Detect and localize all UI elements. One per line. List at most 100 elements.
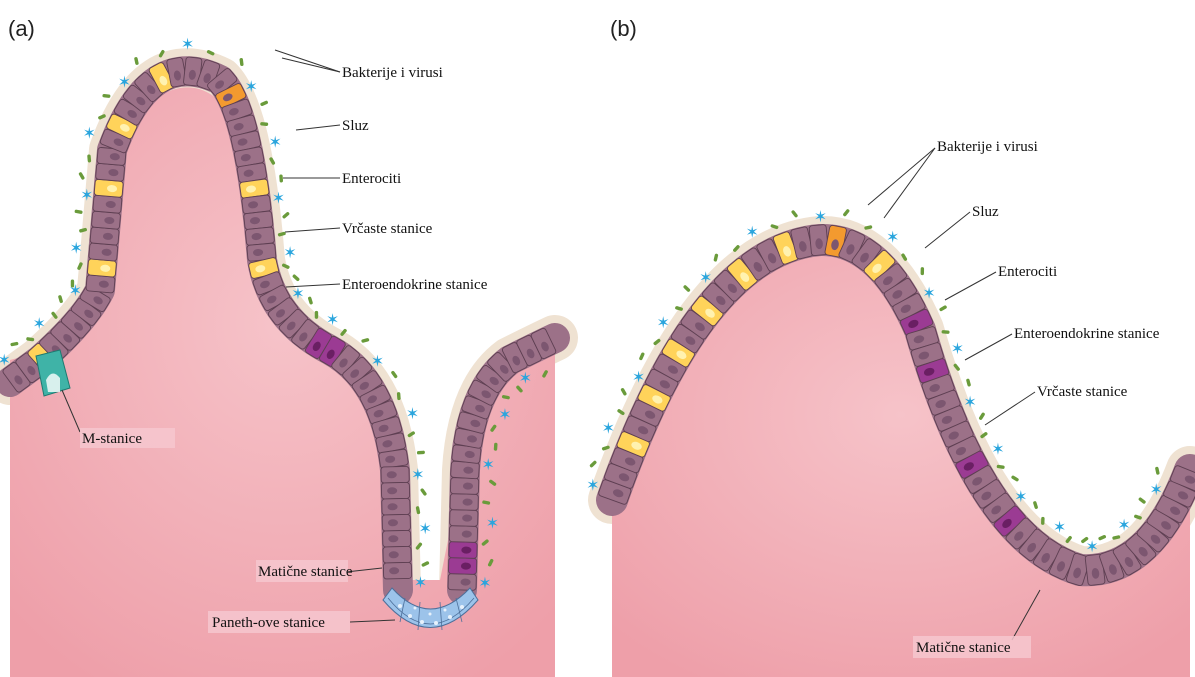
bacterium-icon	[74, 209, 82, 214]
stem-cell	[448, 558, 476, 575]
virus-icon: ✶	[602, 419, 615, 438]
bacterium-icon	[713, 253, 718, 262]
virus-icon: ✶	[699, 268, 712, 287]
enterocyte-cell	[383, 530, 411, 547]
bacterium-icon	[78, 172, 85, 181]
enterocyte-cell	[245, 227, 274, 246]
virus-icon: ✶	[83, 124, 96, 143]
enterocyte-cell	[383, 562, 411, 579]
enterocyte-cell	[382, 514, 410, 531]
goblet-cell	[94, 179, 123, 197]
virus-icon: ✶	[1053, 517, 1066, 536]
label-enterocytes-b: Enterociti	[998, 264, 1057, 280]
bacterium-icon	[397, 392, 401, 400]
enterocyte-cell	[383, 546, 411, 563]
virus-icon: ✶	[632, 368, 645, 387]
panel-b: (b) ✶✶✶✶✶✶✶✶✶✶✶✶✶✶✶✶✶ Bakterije i virusi…	[586, 16, 1195, 677]
bacterium-icon	[10, 342, 19, 347]
bacterium-icon	[1033, 501, 1039, 510]
virus-icon: ✶	[1150, 480, 1163, 499]
bacterium-icon	[941, 330, 949, 334]
goblet-cell	[87, 259, 116, 277]
leader-enterocytes-b	[945, 272, 996, 300]
leader-bacteria-b1	[868, 148, 935, 205]
bacterium-icon	[417, 451, 425, 455]
panel-a-letter: (a)	[8, 16, 35, 41]
enterocyte-cell	[90, 227, 119, 245]
bacterium-icon	[58, 295, 63, 304]
enterocyte-cell	[448, 574, 476, 591]
bacterium-icon	[1011, 475, 1020, 482]
virus-icon: ✶	[0, 351, 11, 370]
bacterium-icon	[978, 412, 985, 421]
virus-icon: ✶	[326, 310, 339, 329]
bacterium-icon	[391, 370, 398, 378]
enterocyte-cell	[381, 482, 409, 499]
bacterium-icon	[683, 285, 691, 293]
bacterium-icon	[939, 305, 948, 312]
virus-icon: ✶	[406, 404, 419, 423]
enterocyte-cell	[95, 163, 124, 181]
virus-icon: ✶	[922, 283, 935, 302]
bacterium-icon	[494, 443, 498, 451]
virus-icon: ✶	[80, 185, 93, 204]
bacterium-icon	[361, 338, 370, 343]
virus-icon: ✶	[486, 514, 499, 533]
bacterium-icon	[421, 561, 430, 568]
bacterium-icon	[279, 174, 283, 182]
bacterium-icon	[1155, 466, 1160, 475]
virus-icon: ✶	[411, 465, 424, 484]
virus-icon: ✶	[586, 475, 599, 494]
virus-icon: ✶	[1014, 487, 1027, 506]
virus-icon: ✶	[482, 455, 495, 474]
bacterium-icon	[620, 387, 627, 396]
enterocyte-cell	[381, 466, 409, 483]
leader-bacteria-b2	[884, 148, 935, 218]
virus-icon: ✶	[814, 207, 827, 226]
bacterium-icon	[589, 460, 597, 468]
label-paneth-a: Paneth-ove stanice	[212, 615, 325, 631]
label-bacteria-a: Bakterije i virusi	[342, 65, 443, 81]
label-stem-a: Matične stanice	[258, 564, 353, 580]
virus-icon: ✶	[519, 368, 532, 387]
virus-icon: ✶	[268, 132, 281, 151]
bacterium-icon	[260, 100, 269, 106]
bacterium-icon	[966, 378, 971, 387]
virus-icon: ✶	[70, 239, 83, 258]
enterocyte-cell	[449, 526, 477, 543]
virus-icon: ✶	[418, 519, 431, 538]
bacterium-icon	[134, 57, 139, 66]
bacterium-icon	[71, 280, 74, 288]
label-enterocytes-a: Enterociti	[342, 171, 401, 187]
virus-icon: ✶	[1117, 515, 1130, 534]
bacterium-icon	[921, 267, 925, 275]
leader-bacteria-a1	[275, 50, 340, 72]
stem-cell	[449, 542, 477, 559]
label-bacteria-b: Bakterije i virusi	[937, 139, 1038, 155]
virus-icon: ✶	[478, 574, 491, 593]
virus-icon: ✶	[657, 313, 670, 332]
bacterium-icon	[239, 58, 243, 66]
virus-icon: ✶	[414, 573, 427, 592]
virus-icon: ✶	[746, 222, 759, 241]
panel-a: (a) ✶ ✶ ✶ ✶ ✶ ✶ ✶ ✶ ✶ ✶ ✶ ✶ ✶ ✶ ✶ ✶	[0, 16, 557, 677]
label-stem-b: Matične stanice	[916, 640, 1011, 656]
bacterium-icon	[282, 211, 290, 219]
label-enteroendocrine-b: Enteroendokrine stanice	[1014, 326, 1160, 342]
bacterium-icon	[1138, 497, 1146, 505]
leader-bacteria-a2	[282, 58, 340, 72]
virus-icon: ✶	[272, 189, 285, 208]
bacterium-icon	[315, 311, 318, 319]
enterocyte-cell	[450, 510, 478, 527]
virus-icon: ✶	[498, 405, 511, 424]
bacterium-icon	[420, 488, 427, 496]
label-enteroendocrine-a: Enteroendokrine stanice	[342, 277, 488, 293]
label-goblet-b: Vrčaste stanice	[1037, 384, 1128, 400]
bacterium-icon	[102, 94, 110, 98]
virus-icon: ✶	[245, 77, 258, 96]
bacterium-icon	[791, 210, 799, 218]
virus-icon: ✶	[32, 314, 45, 333]
enterocyte-cell	[89, 243, 118, 261]
enterocyte-cell	[378, 449, 408, 469]
